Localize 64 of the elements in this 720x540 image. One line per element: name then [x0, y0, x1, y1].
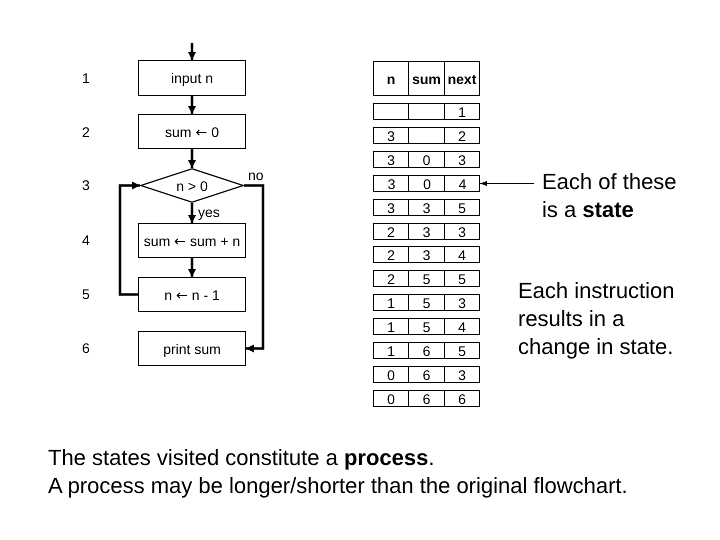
table-cell: 0: [408, 151, 445, 168]
table-cell: 3: [408, 246, 445, 263]
table-row: [373, 175, 480, 192]
table-cell: 3: [408, 199, 445, 216]
table-cell: 3: [444, 223, 480, 240]
table-cell: 3: [444, 294, 480, 311]
caption-text: The states visited constitute a process.: [48, 444, 434, 472]
flow-arrow: [188, 258, 196, 277]
process-box: sum ← sum + n: [138, 223, 246, 258]
process-box: print sum: [138, 331, 246, 366]
table-cell: 6: [408, 342, 445, 359]
table-cell: 1: [373, 342, 409, 359]
table-cell: 0: [408, 176, 445, 191]
decision-diamond: n > 0: [140, 168, 244, 203]
table-cell: 4: [444, 176, 480, 191]
flow-arrow: [188, 203, 196, 223]
table-cell: 3: [408, 223, 445, 240]
line-number: 4: [82, 232, 90, 248]
table-cell: 1: [373, 318, 409, 335]
table-cell: 2: [373, 246, 409, 263]
annotation-text: Each of these is a state: [534, 168, 698, 224]
table-cell: 4: [444, 246, 480, 263]
column-header: n: [373, 61, 409, 96]
table-cell: 3: [444, 151, 480, 168]
flow-arrow: [188, 149, 196, 168]
flow-arrow: [188, 96, 196, 114]
table-cell: 2: [373, 270, 409, 287]
table-cell: 0: [373, 366, 409, 383]
line-number: 3: [82, 177, 90, 193]
table-cell: 1: [373, 294, 409, 311]
line-number: 5: [82, 286, 90, 302]
table-cell: 5: [408, 270, 445, 287]
table-cell-text: 3: [386, 176, 396, 191]
leader-arrow: [480, 181, 534, 186]
table-cell: 2: [373, 223, 409, 240]
table-cell: 5: [444, 199, 480, 216]
line-number: 6: [82, 340, 90, 356]
table-cell: 6: [444, 390, 480, 407]
table-cell: 6: [408, 390, 445, 407]
table-cell: 3: [373, 127, 409, 144]
loop-arrow: [118, 182, 140, 296]
table-cell: 2: [444, 127, 480, 144]
note-text: Each instruction results in a change in state.: [518, 277, 676, 361]
line-number: 2: [82, 124, 90, 140]
table-cell: 5: [408, 294, 445, 311]
process-box: sum ← 0: [138, 114, 246, 149]
table-cell: 5: [408, 318, 445, 335]
column-header: sum: [408, 61, 445, 96]
table-cell: 4: [444, 318, 480, 335]
table-cell: 5: [444, 270, 480, 287]
flow-arrow: [244, 184, 264, 352]
process-box: input n: [138, 60, 246, 96]
table-cell: 3: [373, 199, 409, 216]
table-cell: 6: [408, 366, 445, 383]
line-number: 1: [82, 70, 90, 86]
caption-text: A process may be longer/shorter than the original flowchart.: [48, 472, 628, 500]
flow-arrow: [188, 43, 196, 60]
table-cell: 1: [444, 103, 480, 120]
table-cell: 5: [444, 342, 480, 359]
table-cell: 3: [373, 151, 409, 168]
table-cell: 3: [444, 366, 480, 383]
column-header: next: [444, 61, 480, 96]
process-box: n ← n - 1: [138, 277, 246, 312]
table-cell: 0: [373, 390, 409, 407]
